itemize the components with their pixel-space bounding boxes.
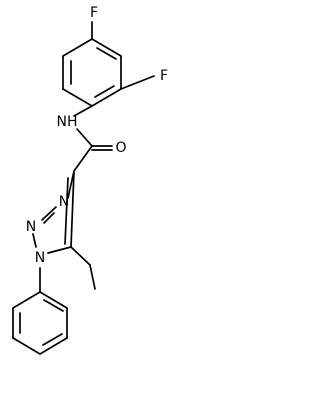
bond [43, 299, 64, 312]
chemical-structure-diagram: F F NH O N N N [12, 5, 168, 355]
bond [42, 333, 63, 346]
bond [76, 128, 93, 147]
bond [62, 88, 93, 107]
bond [32, 233, 37, 248]
bond [39, 291, 68, 309]
bond [41, 206, 57, 221]
amide-group [73, 105, 113, 172]
bond [70, 170, 75, 248]
bond [39, 337, 68, 355]
bond [12, 337, 41, 355]
phenyl-ring [12, 267, 68, 355]
bond [96, 47, 117, 60]
atom-label-triazole-n3: N [59, 194, 69, 210]
atom-label-fluorine-right: F [160, 68, 168, 84]
difluorophenyl-ring [62, 38, 122, 107]
bond [89, 264, 96, 290]
bond [120, 75, 155, 90]
bond [73, 105, 93, 117]
bond [91, 88, 122, 107]
atom-label-triazole-n2: N [26, 219, 36, 235]
atom-label-carbonyl-oxygen: O [115, 140, 126, 156]
bond [43, 212, 55, 224]
atom-label-fluorine-top: F [90, 5, 98, 21]
bond [47, 246, 72, 254]
atom-label-amide-nh: NH [57, 114, 78, 130]
atom-label-triazole-n1: N [35, 250, 45, 266]
bond [12, 291, 41, 309]
bond [62, 38, 93, 57]
bond [91, 38, 122, 57]
bond [94, 85, 115, 98]
bond [64, 177, 69, 245]
bond [70, 246, 91, 266]
triazole-ring [32, 170, 75, 254]
bond [73, 145, 93, 172]
